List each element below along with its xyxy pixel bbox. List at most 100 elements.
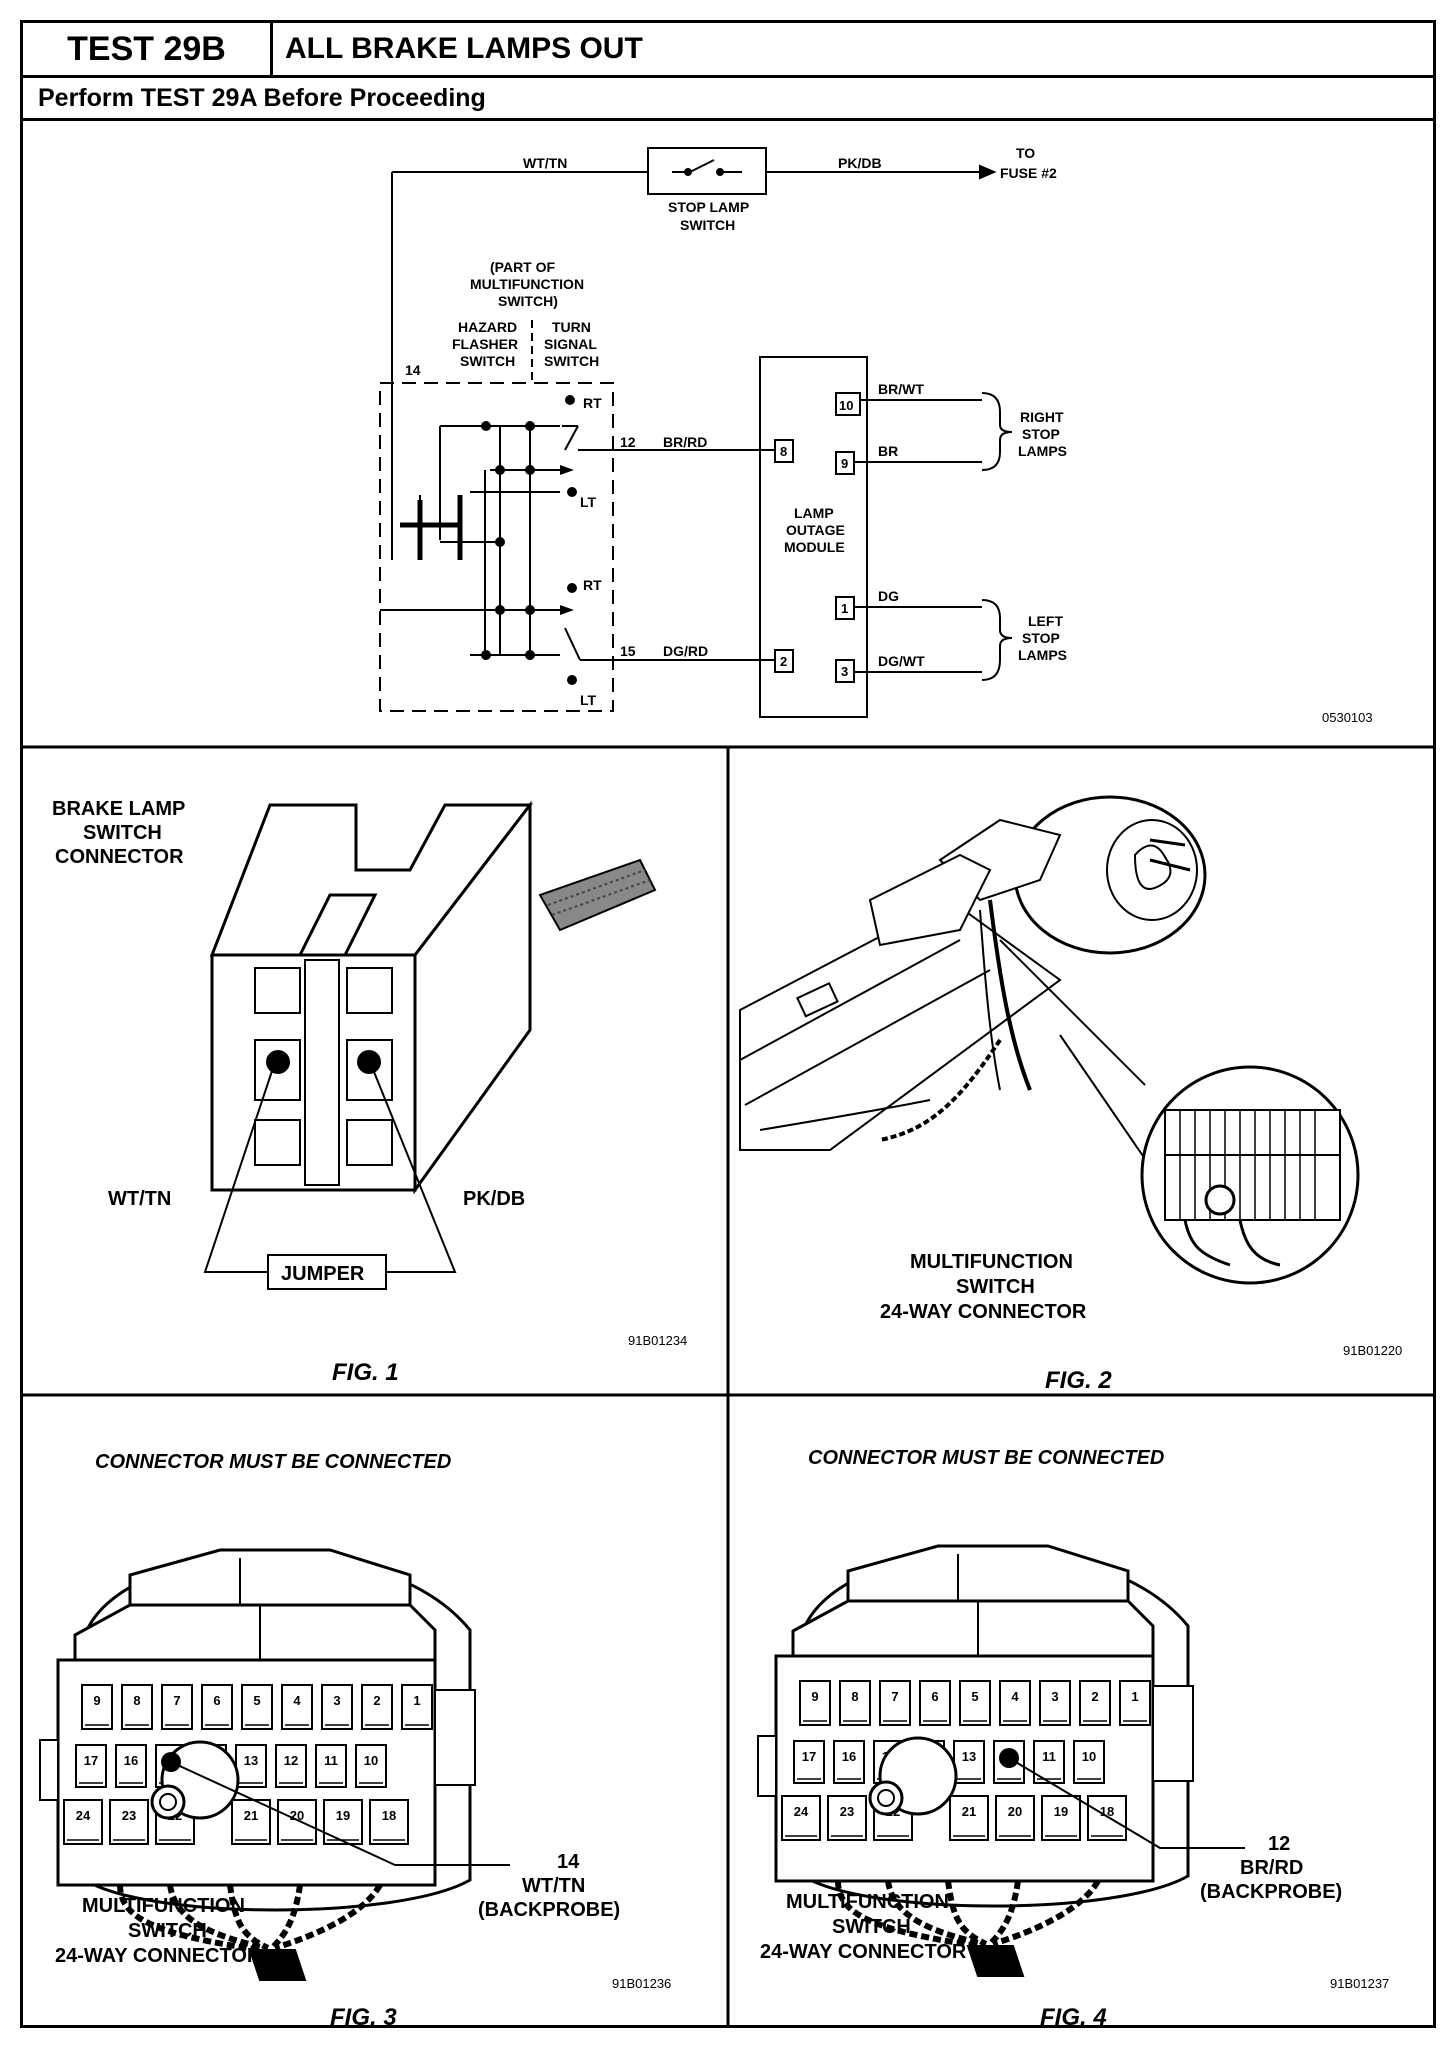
svg-text:TURN: TURN [552, 319, 591, 335]
svg-text:BR/WT: BR/WT [878, 381, 924, 397]
svg-text:DG/WT: DG/WT [878, 653, 925, 669]
svg-text:SWITCH: SWITCH [128, 1920, 207, 1942]
svg-text:BR/RD: BR/RD [1240, 1857, 1303, 1879]
connector-pin-label: 19 [336, 1808, 350, 1823]
svg-text:LT: LT [580, 692, 597, 708]
connector-pin-cell [63, 1799, 103, 1845]
pk-db-terminal [357, 1050, 381, 1074]
svg-text:SWITCH: SWITCH [544, 353, 599, 369]
svg-text:9: 9 [841, 456, 848, 471]
connector-pin-cell [959, 1680, 991, 1726]
connector-pin-label: 19 [1054, 1804, 1068, 1819]
connector-pin-cell [361, 1684, 393, 1730]
connector-pin-cell [121, 1684, 153, 1730]
svg-text:12: 12 [620, 434, 636, 450]
label-wt-tn: WT/TN [523, 155, 567, 171]
connector-pin-cell [275, 1744, 307, 1788]
fig3-caption: FIG. 3 [330, 2004, 397, 2031]
connector-pin-label: 4 [1011, 1689, 1019, 1704]
connector-pin-cell [793, 1740, 825, 1784]
svg-text:24-WAY CONNECTOR: 24-WAY CONNECTOR [880, 1301, 1087, 1323]
fig2-steering-column [739, 795, 1360, 1285]
schematic [379, 147, 1013, 718]
connector-pin-label: 24 [76, 1808, 91, 1823]
connector-pin-label: 2 [1091, 1689, 1098, 1704]
svg-text:14: 14 [405, 362, 421, 378]
svg-text:3: 3 [841, 664, 848, 679]
connector-pin-cell [315, 1744, 347, 1788]
svg-text:10: 10 [839, 398, 853, 413]
svg-text:BR: BR [878, 443, 898, 459]
wt-tn-terminal [266, 1050, 290, 1074]
svg-text:12: 12 [1268, 1833, 1290, 1855]
svg-text:8: 8 [780, 444, 787, 459]
label-pk-db: PK/DB [838, 155, 882, 171]
connector-pin-label: 20 [1008, 1804, 1022, 1819]
fig4-labels: CONNECTOR MUST BE CONNECTED 12 BR/RD (BA… [760, 1447, 1389, 2031]
jumper-box [267, 1254, 387, 1290]
svg-text:1: 1 [841, 601, 848, 616]
connector-pin-cell [369, 1799, 409, 1845]
svg-text:MODULE: MODULE [784, 539, 845, 555]
svg-text:LT: LT [580, 494, 597, 510]
fig1-caption: FIG. 1 [332, 1359, 399, 1386]
connector-pin-label: 7 [891, 1689, 898, 1704]
connector-pin-label: 13 [962, 1749, 976, 1764]
connector-pin-label: 13 [244, 1753, 258, 1768]
connector-pin-label: 12 [284, 1753, 298, 1768]
svg-text:BRAKE LAMP: BRAKE LAMP [52, 798, 185, 820]
svg-text:SWITCH: SWITCH [680, 217, 735, 233]
svg-text:24-WAY CONNECTOR: 24-WAY CONNECTOR [55, 1945, 262, 1967]
connector-pin-cell [919, 1680, 951, 1726]
svg-text:RIGHT: RIGHT [1020, 409, 1064, 425]
svg-text:(BACKPROBE): (BACKPROBE) [478, 1899, 620, 1921]
svg-text:FUSE #2: FUSE #2 [1000, 165, 1057, 181]
connector-pin-label: 23 [840, 1804, 854, 1819]
connector-pin-cell [401, 1684, 433, 1730]
svg-text:SIGNAL: SIGNAL [544, 336, 597, 352]
lamp-outage-module [759, 356, 868, 718]
connector-pin-cell [839, 1680, 871, 1726]
svg-text:HAZARD: HAZARD [458, 319, 517, 335]
connector-pin-cell [231, 1799, 271, 1845]
connector-pin-cell [323, 1799, 363, 1845]
connector-pin-label: 17 [84, 1753, 98, 1768]
fig4-top-label: CONNECTOR MUST BE CONNECTED [808, 1447, 1164, 1469]
connector-pin-label: 5 [971, 1689, 978, 1704]
connector-pin-label: 3 [1051, 1689, 1058, 1704]
connector-pin-label: 2 [373, 1693, 380, 1708]
connector-pin-cell [75, 1744, 107, 1788]
fig4-connector: 987654321171615141312111024232221201918 [757, 1544, 1245, 1977]
svg-text:SWITCH: SWITCH [83, 822, 162, 844]
connector-pin-label: 6 [213, 1693, 220, 1708]
connector-pin-cell [827, 1795, 867, 1841]
connector-pin-cell [355, 1744, 387, 1788]
fig1-wt-tn: WT/TN [108, 1188, 171, 1210]
connector-pin-cell [109, 1799, 149, 1845]
svg-text:MULTIFUNCTION: MULTIFUNCTION [786, 1891, 949, 1913]
svg-text:(BACKPROBE): (BACKPROBE) [1200, 1881, 1342, 1903]
connector-pin-cell [235, 1744, 267, 1788]
svg-text:SWITCH: SWITCH [832, 1916, 911, 1938]
connector-pin-label: 16 [842, 1749, 856, 1764]
connector-pin-cell [241, 1684, 273, 1730]
connector-pin-label: 21 [244, 1808, 258, 1823]
connector-pin-cell [833, 1740, 865, 1784]
connector-pin-label: 23 [122, 1808, 136, 1823]
connector-pin-label: 9 [93, 1693, 100, 1708]
connector-pin-label: 18 [382, 1808, 396, 1823]
svg-text:MULTIFUNCTION: MULTIFUNCTION [470, 276, 584, 292]
fig2-labels: MULTIFUNCTION SWITCH 24-WAY CONNECTOR 91… [880, 1251, 1402, 1394]
fig1-pk-db: PK/DB [463, 1188, 525, 1210]
multifunction-switch-box [379, 382, 614, 712]
connector-pin-cell [115, 1744, 147, 1788]
connector-pin-label: 4 [293, 1693, 301, 1708]
connector-pin-cell [277, 1799, 317, 1845]
svg-text:14: 14 [557, 1851, 580, 1873]
connector-pin-cell [1073, 1740, 1105, 1784]
connector-pin-label: 3 [333, 1693, 340, 1708]
svg-text:15: 15 [620, 643, 636, 659]
connector-pin-label: 6 [931, 1689, 938, 1704]
svg-text:LEFT: LEFT [1028, 613, 1063, 629]
connector-pin-cell [1087, 1795, 1127, 1841]
